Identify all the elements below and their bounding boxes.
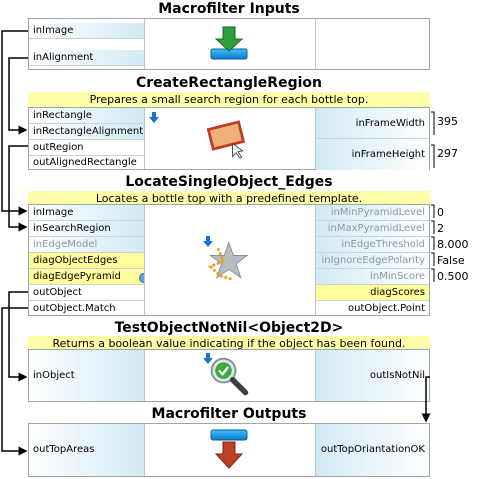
param-inFrameHeight[interactable]: inFrameHeight (316, 139, 429, 170)
input-port-inEdgeModel[interactable]: inEdgeModel (29, 237, 144, 253)
value-inFrameWidth: 395 (437, 115, 458, 128)
connection-outObject (8, 291, 28, 382)
input-port-inImage[interactable]: inImage (29, 23, 144, 39)
test-object-not-nil-block[interactable]: inObject outIsNotNil (28, 349, 430, 402)
output-port-outObject[interactable]: outObject (29, 285, 144, 301)
locate-single-object-title: LocateSingleObject_Edges (125, 174, 333, 190)
magnifier-check-icon (210, 357, 249, 396)
connection-inImage (1, 30, 28, 216)
value-inEdgeThreshold: 8.000 (437, 238, 469, 251)
input-port-inRectangle[interactable]: inRectangle (29, 108, 144, 124)
input-arrow-icon-3 (203, 353, 213, 364)
macrofilter-outputs-title: Macrofilter Outputs (151, 406, 307, 422)
diag-port-diagEdgePyramid[interactable]: diagEdgePyramid (29, 269, 144, 285)
output-port-outObject-Point[interactable]: outObject.Point (348, 303, 425, 314)
diag-port-diagObjectEdges[interactable]: diagObjectEdges (29, 253, 144, 269)
test-object-not-nil-description: Returns a boolean value indicating if th… (28, 336, 430, 351)
create-rectangle-region-title: CreateRectangleRegion (136, 75, 322, 91)
download-arrow-icon (210, 26, 248, 60)
param-inMaxPyramidLevel[interactable]: inMaxPyramidLevel (316, 221, 429, 237)
output-port-outAlignedRectangle[interactable]: outAlignedRectangle (33, 157, 137, 168)
macrofilter-inputs-block[interactable]: inImage inAlignment (28, 18, 430, 70)
input-port-inAlignment[interactable]: inAlignment (29, 50, 144, 66)
macrofilter-inputs-title: Macrofilter Inputs (158, 1, 300, 17)
param-inFrameWidth[interactable]: inFrameWidth (316, 108, 429, 139)
input-port-inImage-2[interactable]: inImage (29, 205, 144, 221)
macrofilter-outputs-block[interactable]: outTopAreas outTopOriantationOK (28, 423, 430, 477)
create-rectangle-region-block[interactable]: inRectangle inRectangleAlignment outRegi… (28, 107, 430, 170)
output-arrow-icon (210, 429, 248, 469)
value-inMinScore: 0.500 (437, 270, 469, 283)
create-rectangle-region-icon-area (144, 108, 316, 169)
connection-outObject-Match (1, 307, 28, 456)
value-inIgnoreEdgePolarity: False (437, 254, 465, 267)
diag-port-diagScores[interactable]: diagScores (316, 285, 429, 301)
connection-inAlignment (8, 57, 28, 135)
param-inEdgeThreshold[interactable]: inEdgeThreshold (316, 237, 429, 253)
test-object-not-nil-icon-area (144, 350, 316, 401)
output-port-outTopOriantationOK[interactable]: outTopOriantationOK (316, 424, 429, 476)
param-inMinScore[interactable]: inMinScore (316, 269, 429, 285)
output-port-outIsNotNil[interactable]: outIsNotNil (316, 350, 429, 401)
input-port-inObject[interactable]: inObject (29, 350, 144, 401)
input-port-inSearchRegion[interactable]: inSearchRegion (29, 221, 144, 237)
param-inIgnoreEdgePolarity[interactable]: inIgnoreEdgePolarity (316, 253, 429, 269)
macrofilter-inputs-icon-area (144, 19, 316, 69)
rectangle-region-icon (206, 120, 246, 159)
output-port-outObject-Match[interactable]: outObject.Match (33, 303, 116, 314)
value-inMaxPyramidLevel: 2 (437, 222, 444, 235)
locate-single-object-block[interactable]: inImage inSearchRegion inEdgeModel diagO… (28, 204, 430, 316)
input-port-inRectangleAlignment[interactable]: inRectangleAlignment (29, 124, 144, 140)
star-template-icon (208, 241, 249, 281)
locate-single-object-icon-area (144, 205, 316, 315)
test-object-not-nil-title: TestObjectNotNil<Object2D> (114, 320, 344, 336)
connection-outRegion (8, 145, 28, 232)
output-port-outTopAreas[interactable]: outTopAreas (29, 424, 144, 476)
locate-single-object-description: Locates a bottle top with a predefined t… (28, 191, 430, 206)
create-rectangle-region-description: Prepares a small search region for each … (28, 92, 430, 107)
input-arrow-icon (149, 112, 159, 123)
value-inMinPyramidLevel: 0 (437, 206, 444, 219)
output-port-outRegion[interactable]: outRegion (29, 140, 144, 156)
param-inMinPyramidLevel[interactable]: inMinPyramidLevel (316, 205, 429, 221)
value-inFrameHeight: 297 (437, 147, 458, 160)
macrofilter-outputs-icon-area (144, 424, 316, 476)
input-arrow-icon-2 (203, 236, 213, 247)
